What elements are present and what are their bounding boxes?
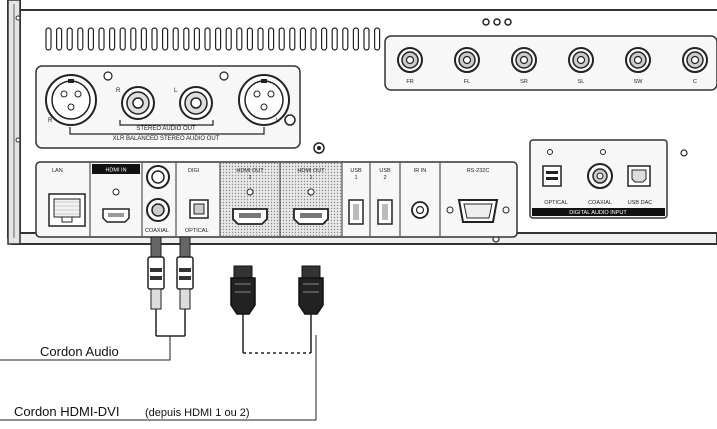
usb-dac-port: USB DAC: [627, 165, 652, 206]
rca-jack-fr: FR: [397, 47, 423, 85]
vent-slot: [215, 27, 222, 51]
vent-slot: [352, 27, 359, 51]
vent-slot: [363, 27, 370, 51]
top-screws: [15, 15, 512, 143]
vent-slot: [140, 27, 147, 51]
vent-slot: [257, 27, 264, 51]
hdmi-in-port: HDMI IN: [92, 164, 140, 223]
rca-jack-sw: SW: [625, 47, 651, 85]
vent-slot: [77, 27, 84, 51]
usb2-num: 2: [383, 175, 386, 181]
vent-slot: [45, 27, 52, 51]
vent-slot: [278, 27, 285, 51]
usb-1-port: USB 1: [348, 168, 364, 225]
coaxial-in-port: COAXIAL: [587, 163, 613, 206]
hdmi-cable-note: (depuis HDMI 1 ou 2): [145, 407, 250, 419]
vent-slot: [193, 27, 200, 51]
usb2-label: USB: [379, 168, 391, 174]
vent-slot: [172, 27, 179, 51]
rca-l-letter: L: [174, 88, 178, 94]
multichannel-audio-panel: FR FL SR SL SW C: [384, 35, 717, 91]
digital-audio-input-panel: OPTICAL COAXIAL USB DAC DIGITAL AUDIO IN…: [529, 139, 668, 219]
vent-slot: [236, 27, 243, 51]
vent-slot: [130, 27, 137, 51]
rca-jack-sl: SL: [568, 47, 594, 85]
coaxial-in-label: COAXIAL: [588, 200, 612, 206]
vent-slot: [119, 27, 126, 51]
vent-slot: [183, 27, 190, 51]
stereo-rca-left: L: [174, 86, 213, 120]
vent-slot: [299, 27, 306, 51]
hdmi-out-1-port: HDMI OUT 1: [293, 168, 329, 225]
hdmi-cable-caption: Cordon HDMI-DVI: [14, 404, 119, 419]
rca-audio-cable: [0, 236, 194, 361]
hdmi-dvi-cable: [0, 265, 324, 421]
optical-out-label: OPTICAL: [185, 228, 209, 234]
rca-label-c: C: [693, 79, 697, 85]
usb-dac-label: USB DAC: [628, 200, 652, 206]
vent-slot: [321, 27, 328, 51]
xlr-jack-right: R: [45, 74, 97, 126]
vent-slot: [342, 27, 349, 51]
optical-in-port: OPTICAL: [542, 165, 568, 206]
vent-slot: [66, 27, 73, 51]
digi-label: DIGI: [188, 168, 200, 174]
optical-out-port: DIGI OPTICAL: [175, 163, 209, 236]
rca-r-letter: R: [116, 88, 121, 94]
hdmi-out-2-port: HDMI OUT 2: [232, 168, 268, 225]
vent-slot: [87, 27, 95, 51]
coaxial-out-port: COAXIAL: [145, 165, 170, 234]
rca-jack-c: C: [682, 47, 708, 85]
xlr-balanced-label: XLR BALANCED STEREO AUDIO OUT: [113, 136, 220, 142]
rca-label-sw: SW: [634, 79, 644, 85]
rs232c-label: RS-232C: [467, 168, 490, 174]
ir-in-label: IR IN: [414, 168, 427, 174]
vent-slot: [310, 27, 317, 51]
rca-label-sr: SR: [520, 79, 528, 85]
ventilation-slots: [45, 27, 381, 51]
rca-label-sl: SL: [578, 79, 585, 85]
xlr-l-letter: L: [276, 118, 280, 124]
vent-slot: [162, 27, 169, 51]
rca-jack-fl: FL: [454, 47, 480, 85]
lan-label: LAN: [52, 168, 63, 174]
lan-port: LAN: [48, 168, 86, 227]
rs232c-port: RS-232C: [446, 168, 510, 223]
rca-label-fl: FL: [464, 79, 470, 85]
coaxial-label: COAXIAL: [145, 228, 169, 234]
usb1-label: USB: [350, 168, 362, 174]
ir-in-port: IR IN: [411, 168, 429, 219]
vent-slot: [204, 27, 211, 51]
vent-slot: [151, 27, 158, 51]
usb1-num: 1: [354, 175, 357, 181]
vent-slot: [108, 27, 116, 51]
rca-jack-sr: SR: [511, 47, 537, 85]
vent-slot: [331, 27, 338, 51]
stereo-rca-right: R: [116, 86, 155, 120]
vent-slot: [374, 27, 381, 51]
hdmi-out1-label: HDMI OUT: [297, 168, 325, 174]
digital-audio-input-label: DIGITAL AUDIO INPUT: [569, 210, 627, 216]
hdmi-out2-num: 2: [248, 175, 251, 181]
audio-cable-caption: Cordon Audio: [40, 344, 119, 359]
vent-slot: [268, 27, 275, 51]
io-port-panel: LAN HDMI IN COAXIAL DIGI OPTICAL: [35, 161, 518, 238]
vent-slot: [246, 27, 253, 51]
optical-in-label: OPTICAL: [544, 200, 568, 206]
xlr-r-letter: R: [48, 118, 53, 124]
rca-label-fr: FR: [406, 79, 413, 85]
usb-2-port: USB 2: [377, 168, 393, 225]
stereo-audio-out-label: STEREO AUDIO OUT: [136, 126, 196, 132]
vent-slot: [55, 27, 63, 51]
hdmi-in-label: HDMI IN: [105, 168, 126, 174]
vent-slot: [289, 27, 296, 51]
xlr-jack-left: L: [238, 74, 296, 126]
xlr-stereo-panel: R R L L STEREO AU: [35, 65, 301, 149]
vent-slot: [98, 27, 105, 51]
vent-slot: [225, 27, 232, 51]
hdmi-out2-label: HDMI OUT: [236, 168, 264, 174]
hdmi-out1-num: 1: [309, 175, 312, 181]
